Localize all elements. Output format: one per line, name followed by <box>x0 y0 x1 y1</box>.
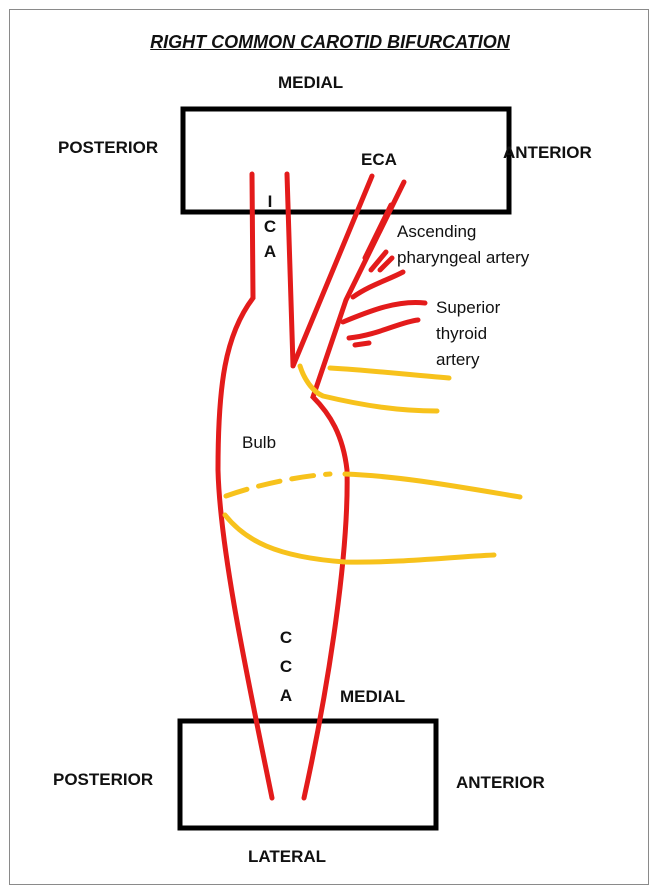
superior-thyroid-line-3: artery <box>436 347 500 373</box>
yellow-vessel-dashed <box>226 474 330 496</box>
ascending-pharyngeal-line-2: pharyngeal artery <box>397 245 529 271</box>
yellow-vessel-lower <box>225 515 494 562</box>
yellow-vessel-straight-upper <box>330 368 449 378</box>
lower-medial-label: MEDIAL <box>340 687 405 707</box>
superior-thyroid-line-1: Superior <box>436 295 500 321</box>
ica-letter-c: C <box>260 214 280 239</box>
cca-letter-a: A <box>276 681 296 710</box>
lower-posterior-label: POSTERIOR <box>53 770 153 790</box>
eca-label: ECA <box>361 150 397 170</box>
ica-letter-i: I <box>260 189 280 214</box>
upper-posterior-label: POSTERIOR <box>58 138 158 158</box>
superior-thyroid-line-2: thyroid <box>436 321 500 347</box>
ica-label: I C A <box>260 189 280 264</box>
bulb-label: Bulb <box>242 430 276 456</box>
ascending-pharyngeal-label: Ascending pharyngeal artery <box>397 219 529 271</box>
cca-letter-c1: C <box>276 623 296 652</box>
cca-label: C C A <box>276 623 296 710</box>
lower-lateral-label: LATERAL <box>248 847 326 867</box>
lower-anterior-label: ANTERIOR <box>456 773 545 793</box>
page-title: RIGHT COMMON CAROTID BIFURCATION <box>0 32 660 53</box>
yellow-vessel-middle <box>345 474 520 497</box>
upper-anterior-label: ANTERIOR <box>503 143 592 163</box>
superior-thyroid-artery <box>343 302 425 345</box>
cca-letter-c2: C <box>276 652 296 681</box>
upper-orientation-box <box>183 109 509 212</box>
ascending-pharyngeal-line-1: Ascending <box>397 219 529 245</box>
ica-anterior-wall <box>287 174 293 365</box>
upper-medial-label: MEDIAL <box>278 73 343 93</box>
ica-letter-a: A <box>260 239 280 264</box>
superior-thyroid-label: Superior thyroid artery <box>436 295 500 373</box>
